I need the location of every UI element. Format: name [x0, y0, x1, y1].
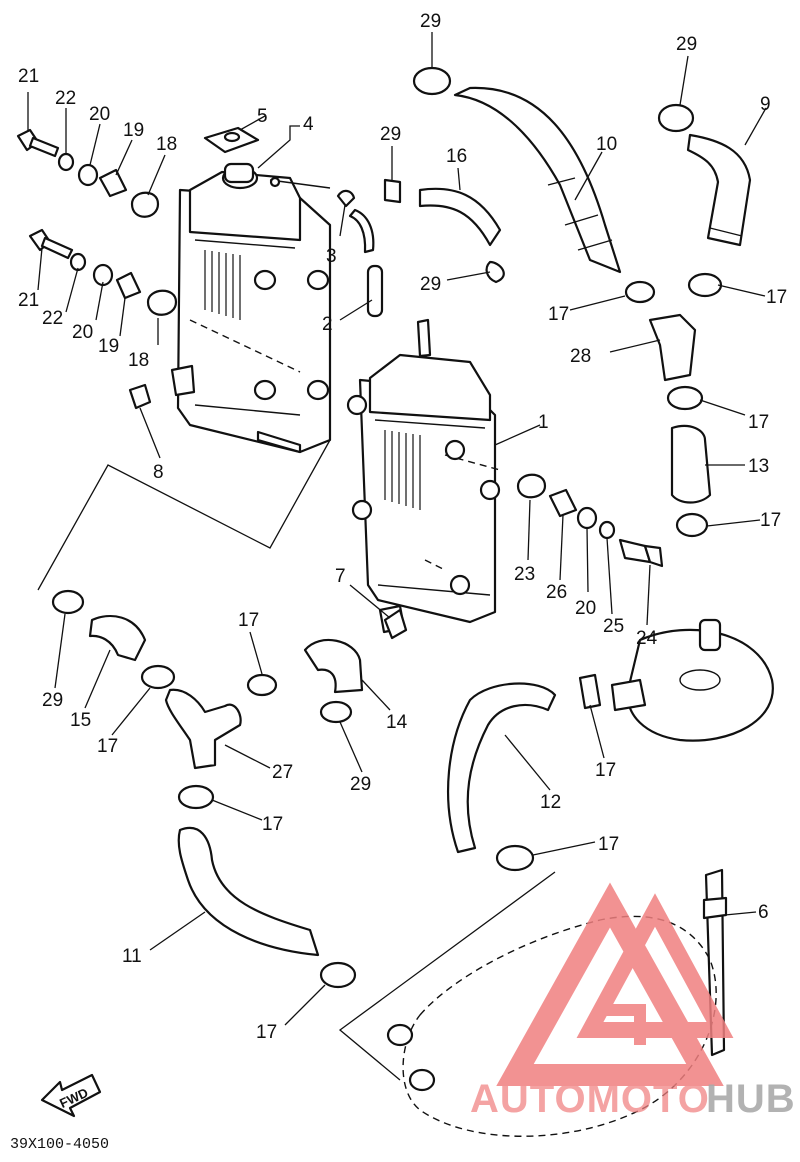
mounting-hardware-right — [516, 473, 664, 568]
label-22-b: 22 — [42, 308, 63, 329]
label-29-top: 29 — [420, 11, 441, 32]
label-24: 24 — [636, 628, 658, 649]
label-6: 6 — [758, 902, 769, 923]
label-12: 12 — [540, 792, 561, 813]
right-joints — [624, 272, 723, 538]
label-10: 10 — [596, 134, 617, 155]
label-22: 22 — [55, 88, 76, 109]
label-29-top-right: 29 — [676, 34, 697, 55]
left-radiator — [170, 162, 332, 454]
label-1: 1 — [538, 412, 549, 433]
label-5: 5 — [257, 106, 268, 127]
label-18: 18 — [156, 134, 177, 155]
automotohub-logo: AUTOMOTO HUB — [470, 882, 796, 1121]
label-17-h: 17 — [262, 814, 283, 835]
label-16: 16 — [446, 146, 467, 167]
label-17-e: 17 — [238, 610, 259, 631]
label-14: 14 — [386, 712, 408, 733]
label-20-b: 20 — [72, 322, 93, 343]
water-pump-housing — [610, 618, 774, 742]
label-11: 11 — [122, 946, 142, 967]
lower-hoses — [51, 383, 602, 989]
mounting-hardware-upper — [16, 128, 178, 316]
label-7: 7 — [335, 566, 346, 587]
label-17-b: 17 — [548, 304, 569, 325]
label-3: 3 — [326, 246, 337, 267]
label-23: 23 — [514, 564, 535, 585]
label-28: 28 — [570, 346, 591, 367]
label-21-b: 21 — [18, 290, 39, 311]
label-2: 2 — [322, 314, 333, 335]
label-13: 13 — [748, 456, 769, 477]
label-26: 26 — [546, 582, 567, 603]
connection-lines — [37, 439, 556, 1081]
label-4: 4 — [303, 114, 314, 135]
label-25: 25 — [603, 616, 624, 637]
upper-small-hoses — [203, 126, 505, 318]
label-17-f: 17 — [97, 736, 118, 757]
watermark-text-suffix: HUB — [706, 1077, 796, 1121]
label-27: 27 — [272, 762, 293, 783]
label-18-b: 18 — [128, 350, 149, 371]
label-8: 8 — [153, 462, 164, 483]
label-29-top-mid: 29 — [380, 124, 401, 145]
label-29-mid: 29 — [420, 274, 441, 295]
label-29-left: 29 — [42, 690, 63, 711]
label-15: 15 — [70, 710, 91, 731]
label-19-b: 19 — [98, 336, 119, 357]
leader-lines — [27, 32, 767, 1026]
label-20-c: 20 — [575, 598, 596, 619]
label-17-g: 17 — [595, 760, 616, 781]
label-21: 21 — [18, 66, 39, 87]
diagram-code: 39X100-4050 — [10, 1136, 109, 1153]
fwd-arrow-icon: FWD — [40, 1073, 102, 1118]
hose-9 — [657, 103, 752, 247]
part-labels: 21 22 20 19 18 5 4 29 16 29 10 29 9 3 2 … — [10, 11, 787, 1153]
label-29-bottom: 29 — [350, 774, 371, 795]
label-9: 9 — [760, 94, 771, 115]
label-20: 20 — [89, 104, 110, 125]
label-17-j: 17 — [256, 1022, 277, 1043]
watermark-text-brand: AUTOMOTO — [470, 1077, 710, 1121]
label-17-i: 17 — [598, 834, 619, 855]
label-17-d: 17 — [760, 510, 781, 531]
engine-outline — [386, 915, 717, 1137]
label-17-a: 17 — [766, 287, 787, 308]
right-radiator — [346, 318, 501, 634]
hose-10 — [412, 66, 622, 274]
label-19: 19 — [123, 120, 144, 141]
label-17-c: 17 — [748, 412, 769, 433]
